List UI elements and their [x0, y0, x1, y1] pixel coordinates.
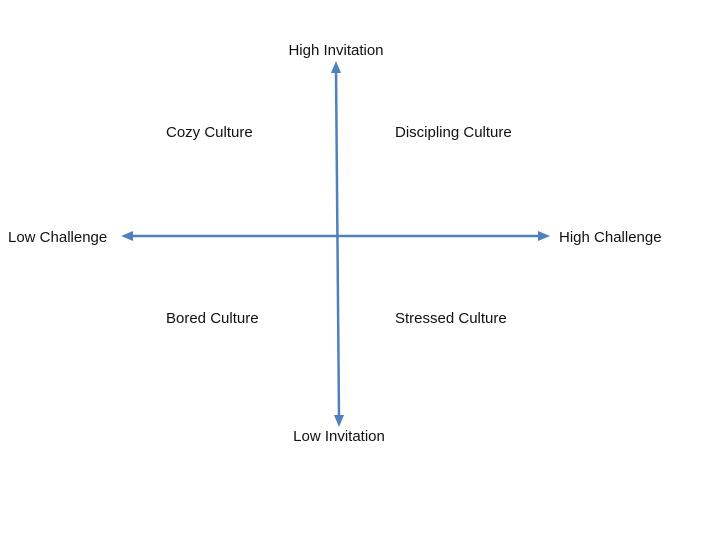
axis-label-low-challenge: Low Challenge: [8, 229, 108, 246]
axis-label-low-invitation: Low Invitation: [293, 428, 385, 445]
quadrant-label-cozy-culture: Cozy Culture: [166, 124, 253, 141]
quadrant-label-bored-culture: Bored Culture: [166, 310, 259, 327]
axis-label-high-invitation: High Invitation: [288, 42, 384, 59]
axis-label-high-challenge: High Challenge: [559, 229, 662, 246]
quadrant-label-stressed-culture: Stressed Culture: [395, 310, 507, 327]
vertical-axis: [334, 69, 341, 419]
arrow-down-icon: [334, 415, 344, 427]
quadrant-label-discipling-culture: Discipling Culture: [395, 124, 512, 141]
arrow-left-icon: [121, 231, 133, 241]
arrow-right-icon: [538, 231, 550, 241]
arrow-up-icon: [331, 61, 341, 73]
